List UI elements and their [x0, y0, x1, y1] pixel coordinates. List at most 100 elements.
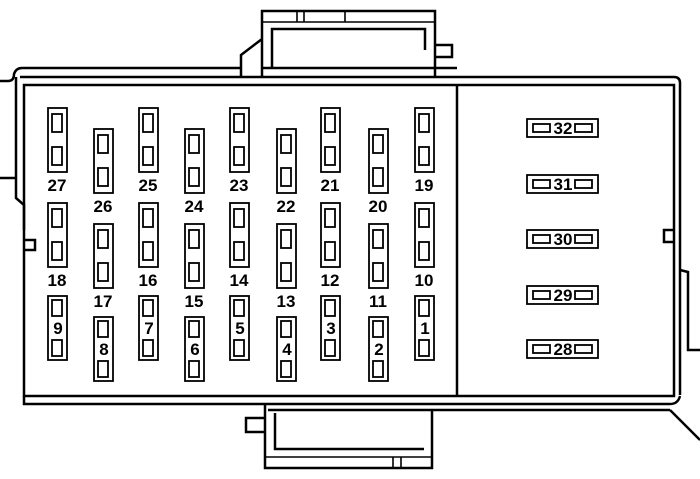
fuse-4: 4: [276, 316, 297, 382]
fuse-terminal: [233, 241, 245, 261]
fuse-terminal: [188, 262, 200, 282]
fuse-number: 31: [554, 175, 573, 194]
fuse-terminal: [188, 360, 200, 378]
fuse-26: 26: [93, 128, 114, 216]
fuse-terminal: [418, 339, 430, 357]
fuse-number: 25: [139, 176, 158, 195]
fuse-terminal: [97, 134, 109, 154]
fuse-30: 30: [526, 229, 599, 249]
fuse-terminal: [574, 344, 593, 354]
fuse-number: 3: [326, 319, 335, 338]
fuse-number: 13: [277, 292, 296, 311]
housing-outline: [0, 9, 700, 470]
fuse-terminal: [188, 320, 200, 338]
fuse-number: 4: [282, 340, 292, 359]
fuse-terminal: [51, 241, 63, 261]
fuse-terminal: [418, 208, 430, 228]
fuse-terminal: [142, 299, 154, 317]
fuse-terminal: [142, 113, 154, 133]
fuse-10: 10: [414, 202, 435, 290]
fuse-number: 2: [374, 340, 383, 359]
fuse-terminal: [372, 262, 384, 282]
fuse-terminal: [51, 113, 63, 133]
fuse-14: 14: [229, 202, 250, 290]
fuse-25: 25: [138, 107, 159, 195]
fuse-terminal: [280, 134, 292, 154]
fuse-8: 8: [93, 316, 114, 382]
fuse-terminal: [418, 241, 430, 261]
fuse-23: 23: [229, 107, 250, 195]
fuse-number: 22: [277, 197, 296, 216]
fuse-32: 32: [526, 118, 599, 138]
fuse-terminal: [280, 229, 292, 249]
fuse-number: 32: [554, 119, 573, 138]
fuse-terminal: [418, 113, 430, 133]
fuse-1: 1: [414, 295, 435, 361]
fuse-number: 18: [48, 271, 67, 290]
fuse-number: 9: [53, 319, 62, 338]
fuse-number: 29: [554, 286, 573, 305]
fuse-terminal: [188, 229, 200, 249]
fuse-terminal: [233, 208, 245, 228]
fuse-terminal: [97, 360, 109, 378]
fuse-terminal: [574, 123, 593, 133]
fuse-number: 1: [420, 319, 429, 338]
fuse-number: 6: [190, 340, 199, 359]
fuse-terminal: [233, 146, 245, 166]
fuse-terminal: [532, 344, 551, 354]
fuse-terminal: [188, 134, 200, 154]
fuse-number: 23: [230, 176, 249, 195]
fuse-3: 3: [320, 295, 341, 361]
fuse-terminal: [324, 208, 336, 228]
fuse-terminal: [280, 360, 292, 378]
fuse-terminal: [97, 167, 109, 187]
fuse-number: 27: [48, 176, 67, 195]
fuse-number: 14: [230, 271, 249, 290]
fuse-27: 27: [47, 107, 68, 195]
fuse-number: 7: [144, 319, 153, 338]
fuse-terminal: [142, 146, 154, 166]
fuse-17: 17: [93, 223, 114, 311]
fuse-terminal: [574, 234, 593, 244]
fuse-terminal: [324, 241, 336, 261]
fuse-6: 6: [184, 316, 205, 382]
fuse-terminal: [324, 299, 336, 317]
fuse-terminal: [51, 208, 63, 228]
fuse-number: 16: [139, 271, 158, 290]
fuse-28: 28: [526, 339, 599, 359]
fuse-terminal: [372, 134, 384, 154]
fuse-terminal: [418, 299, 430, 317]
fuse-terminal: [51, 339, 63, 357]
fuse-29: 29: [526, 285, 599, 305]
fuse-number: 12: [321, 271, 340, 290]
fuse-terminal: [324, 146, 336, 166]
fuse-number: 24: [185, 197, 204, 216]
fuse-terminal: [372, 229, 384, 249]
fuse-terminal: [97, 262, 109, 282]
fuse-5: 5: [229, 295, 250, 361]
fuse-number: 8: [99, 340, 108, 359]
fuse-number: 17: [94, 292, 113, 311]
fuse-terminal: [532, 290, 551, 300]
fuse-number: 20: [369, 197, 388, 216]
fuse-terminal: [233, 113, 245, 133]
fuse-11: 11: [368, 223, 389, 311]
fuse-number: 19: [415, 176, 434, 195]
fuse-terminal: [51, 299, 63, 317]
fuse-number: 21: [321, 176, 340, 195]
fuse-22: 22: [276, 128, 297, 216]
fuse-terminal: [233, 299, 245, 317]
fuse-18: 18: [47, 202, 68, 290]
fuse-terminal: [532, 123, 551, 133]
fuse-12: 12: [320, 202, 341, 290]
fuse-terminal: [372, 360, 384, 378]
fuse-terminal: [280, 167, 292, 187]
fuse-number: 15: [185, 292, 204, 311]
fuse-terminal: [280, 262, 292, 282]
fuse-terminal: [418, 146, 430, 166]
fuse-number: 11: [369, 292, 387, 311]
fuse-terminal: [51, 146, 63, 166]
fuse-terminal: [372, 167, 384, 187]
fuse-7: 7: [138, 295, 159, 361]
